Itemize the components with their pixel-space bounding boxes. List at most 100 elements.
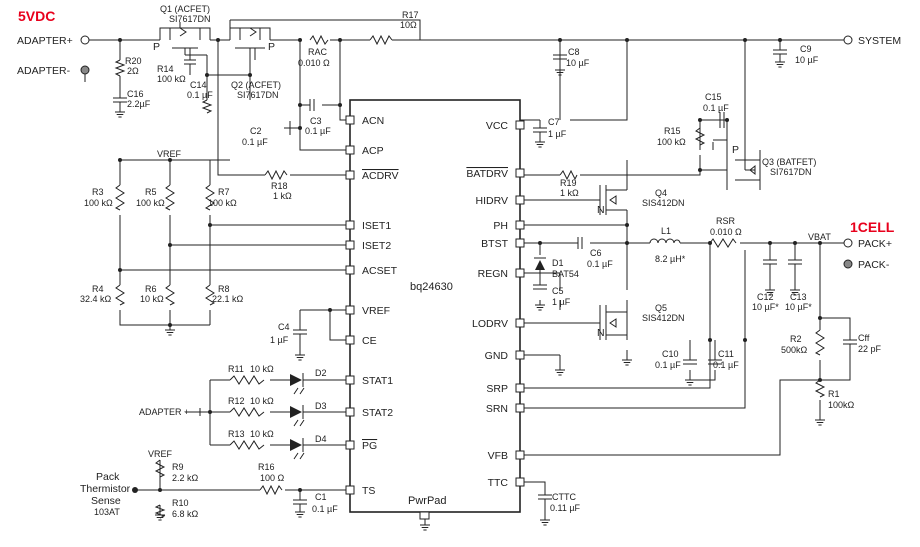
c16-val: 2.2µF [127,99,151,109]
pin-vcc-pad [515,120,525,130]
pin-batdrv-pad [515,168,525,178]
c9-ref: C9 [800,44,812,54]
c5-val: 1 µF [552,297,571,307]
rsr-val: 0.010 Ω [710,227,742,237]
q3-type: P [732,144,739,156]
cttc-ref: CTTC [552,492,576,502]
c4-ref: C4 [278,322,290,332]
capacitor-c13 [788,259,802,280]
r7-ref: R7 [218,187,230,197]
resistor-r8 [205,284,216,306]
c12-ref: C12 [757,292,774,302]
r6-val: 10 kΩ [140,294,164,304]
terminal-adapter-plus[interactable] [80,35,90,45]
capacitor-c1 [293,499,307,512]
r19-val: 1 kΩ [560,188,579,198]
resistor-r14 [201,99,213,114]
c1-ref: C1 [315,492,327,502]
r5-val: 100 kΩ [136,198,165,208]
r14-ref: R14 [157,64,174,74]
resistor-r7 [204,184,215,211]
terminal-adapter-minus[interactable] [80,65,90,75]
pin-vref-pad [345,305,355,315]
q5-part: SIS412DN [642,313,685,323]
c3-ref: C3 [310,116,322,126]
r14-val: 100 kΩ [157,74,186,84]
label-vbat: VBAT [808,232,831,242]
cff-val: 22 pF [858,344,882,354]
capacitor-c15 [712,112,727,150]
r9-val: 2.2 kΩ [172,473,199,483]
r16-ref: R16 [258,462,275,472]
pin-srn-pad [515,403,525,413]
d4-ref: D4 [315,434,327,444]
pin-srn: SRN [486,403,508,415]
r2-val: 500kΩ [781,345,808,355]
resistor-r4 [115,284,126,306]
resistor-r13 [229,440,265,450]
resistors [114,34,826,519]
c13-val: 10 µF* [785,302,812,312]
pin-ph-pad [515,220,525,230]
resistor-r15 [694,127,706,146]
chip-pins: ACNACPACDRVISET1ISET2ACSETVREFCESTAT1STA… [345,115,525,497]
resistor-r10 [154,504,166,519]
pin-pg-pad [345,440,355,450]
capacitor-c14 [184,59,196,75]
pin-ts-pad [345,485,355,495]
mosfet-q4 [599,180,628,215]
resistor-r11 [229,375,265,385]
label-system: SYSTEM [858,35,901,47]
mosfet-q3 [726,150,761,190]
pin-stat1-pad [345,375,355,385]
terminal-pack-plus[interactable] [843,238,853,248]
c11-ref: C11 [718,349,734,359]
terminal-system[interactable] [843,35,853,45]
c15-val: 0.1 µF [703,103,729,113]
c2-val: 0.1 µF [242,137,268,147]
label-adapter-led: ADAPTER + [139,407,189,417]
r15-val: 100 kΩ [657,137,686,147]
pin-acset: ACSET [362,265,398,277]
pin-iset1: ISET1 [362,220,391,232]
chip-bq24630: bq24630 PwrPad [349,99,521,520]
q1-type: P [153,41,160,53]
resistor-r5 [164,184,175,211]
capacitor-c11 [708,359,722,365]
diode-d1 [534,257,546,270]
d2-ref: D2 [315,368,327,378]
pin-batdrv: BATDRV [466,168,508,180]
resistor-r3 [114,184,125,211]
r20-val: 2Ω [127,66,139,76]
pin-hidrv-pad [515,195,525,205]
mosfet-q1 [159,22,211,56]
r19-ref: R19 [560,178,577,188]
pin-vfb: VFB [488,450,508,462]
c2-ref: C2 [250,126,262,136]
r20-ref: R20 [125,56,142,66]
c14-ref: C14 [190,80,207,90]
resistor-r9 [154,459,166,478]
c12-val: 10 µF* [752,302,779,312]
pin-srp-pad [515,383,525,393]
label-pack-minus: PACK- [858,259,890,271]
pin-acset-pad [345,265,355,275]
q3-part: SI7617DN [770,167,812,177]
r4-ref: R4 [92,284,104,294]
rac-ref: RAC [308,47,328,57]
pin-btst: BTST [481,238,508,250]
led-d3 [290,405,315,427]
terminal-thermistor[interactable] [132,487,138,493]
pin-ce: CE [362,335,377,347]
pin-ttc: TTC [488,477,509,489]
q2-ref: Q2 (ACFET) [231,80,281,90]
r17-ref: R17 [402,10,419,20]
c5-ref: C5 [552,286,564,296]
led-d2 [290,373,315,395]
inductor-l1 [649,238,681,244]
label-adapter-plus: ADAPTER+ [17,35,73,47]
l1-val: 8.2 µH* [655,254,686,264]
terminal-pack-minus[interactable] [843,259,853,269]
pin-gnd: GND [485,350,509,362]
c1-val: 0.1 µF [312,504,338,514]
